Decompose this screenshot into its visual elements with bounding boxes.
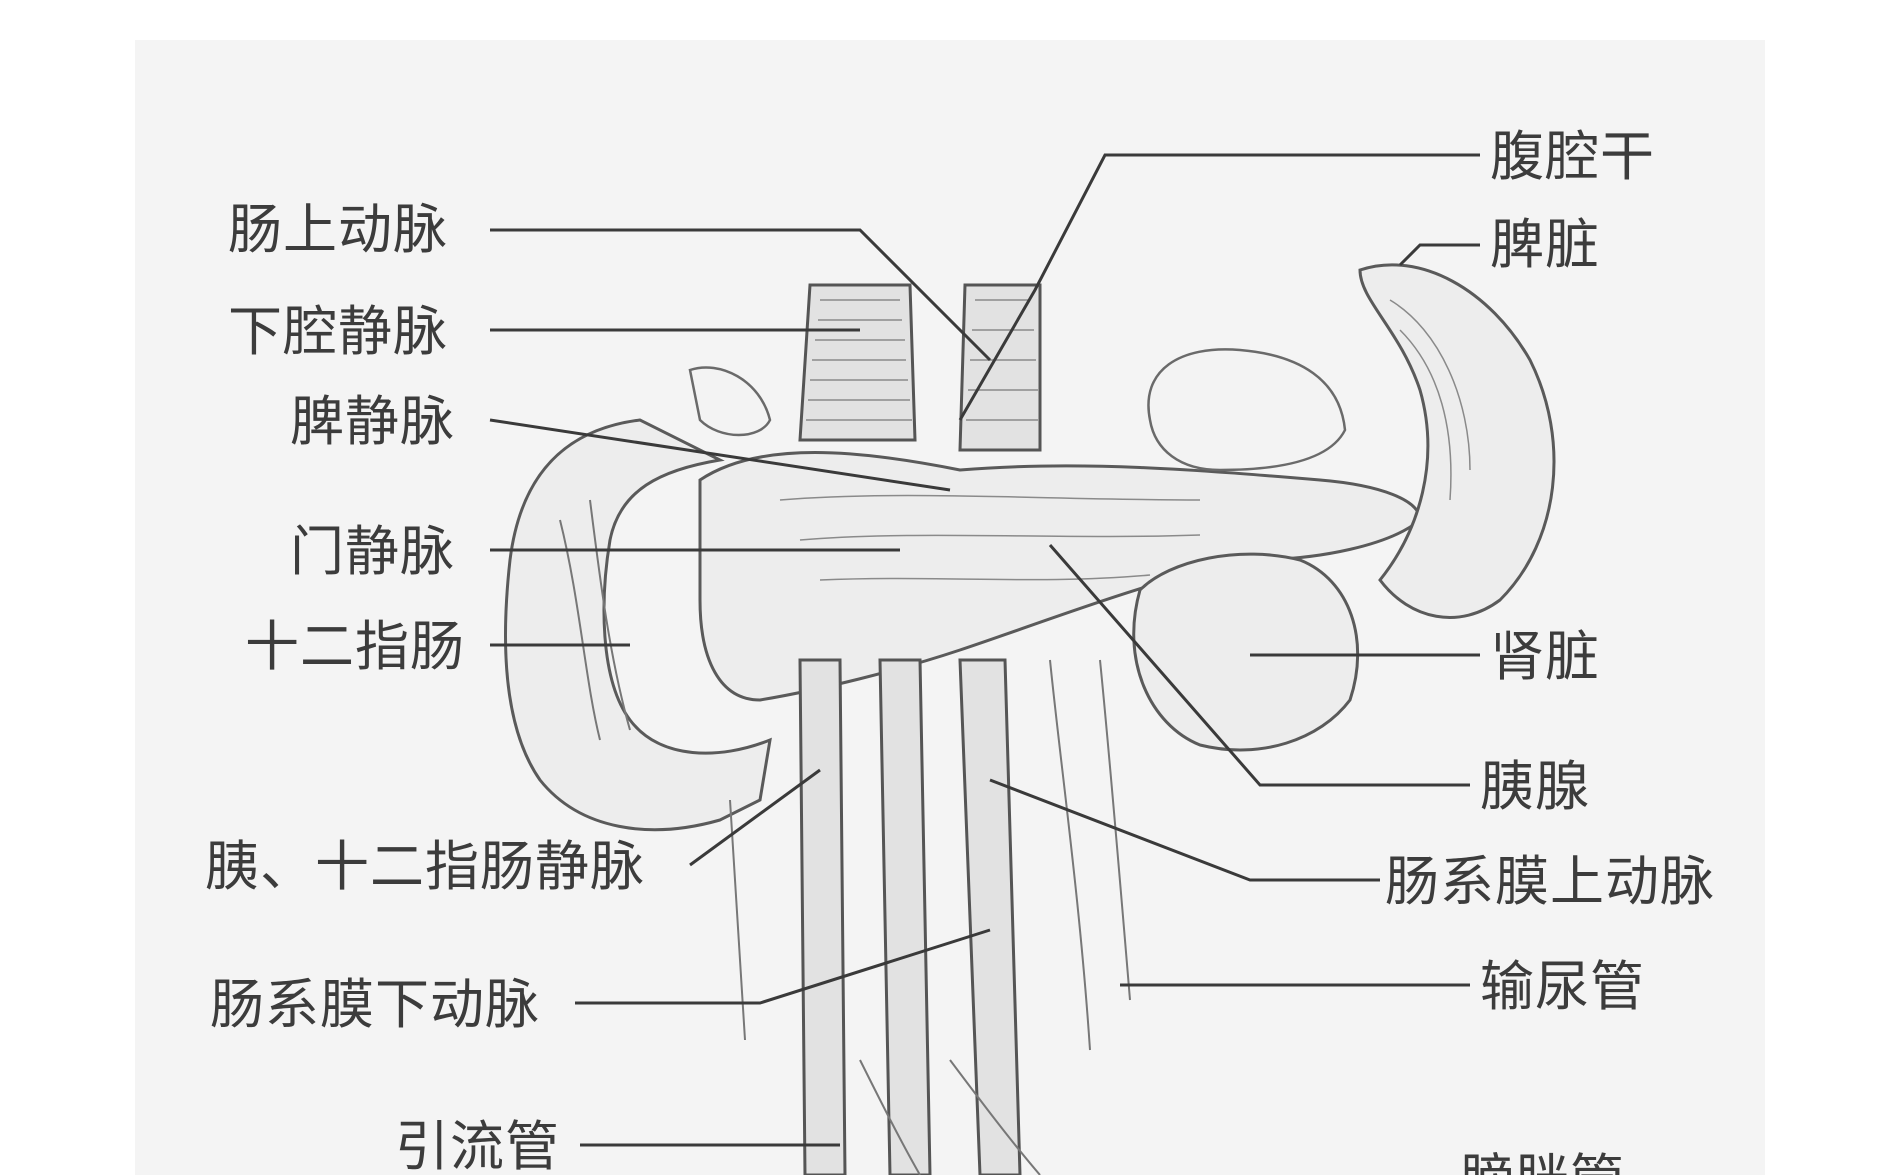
label-splenic-vein: 脾静脉: [290, 390, 455, 453]
label-superior-artery: 肠上动脉: [228, 198, 448, 261]
label-portal-vein: 门静脉: [290, 520, 455, 583]
label-superior-mesenteric-artery: 肠系膜上动脉: [1385, 850, 1715, 913]
label-celiac-trunk: 腹腔干: [1490, 125, 1655, 188]
label-spleen: 脾脏: [1490, 213, 1600, 276]
label-pancreaticoduodenal-vein: 胰、十二指肠静脉: [205, 835, 645, 898]
label-bottom-right-partial: 膀胱管: [1460, 1148, 1625, 1175]
label-duodenum: 十二指肠: [245, 615, 465, 678]
kidney-illustration: [1134, 554, 1358, 750]
label-ureter: 输尿管: [1480, 955, 1645, 1018]
label-inferior-mesenteric-artery: 肠系膜下动脉: [210, 973, 540, 1036]
label-pancreas: 胰腺: [1480, 755, 1590, 818]
label-kidney: 肾脏: [1490, 625, 1600, 688]
label-inferior-vena-cava: 下腔静脉: [228, 300, 448, 363]
label-drainage-tube: 引流管: [395, 1115, 560, 1175]
